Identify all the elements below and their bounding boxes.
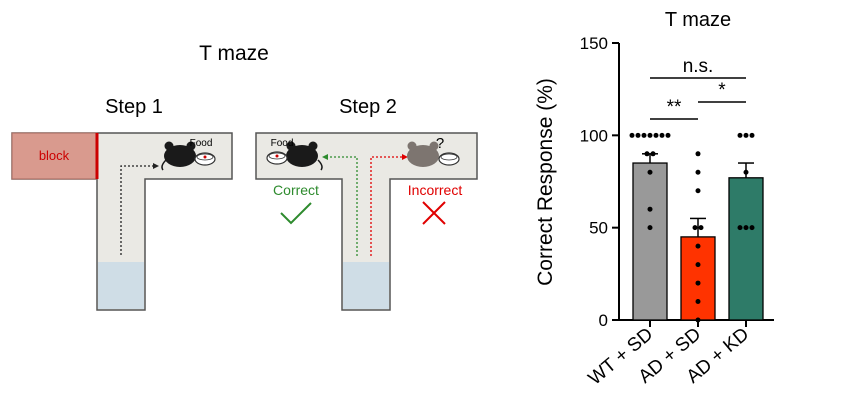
- block-label: block: [39, 148, 70, 163]
- y-tick-label: 0: [599, 311, 608, 330]
- data-point: [737, 225, 743, 231]
- data-point: [695, 243, 701, 249]
- data-point: [743, 169, 749, 175]
- block-rect: [11, 132, 98, 180]
- y-tick-label: 50: [589, 219, 608, 238]
- mouse-icon: [161, 141, 196, 171]
- water-step2: [343, 262, 389, 309]
- path-incorrect: [370, 156, 404, 256]
- mouse-icon-correct: [286, 141, 323, 171]
- y-ticks: 0 50 100 150: [580, 34, 619, 330]
- step1-label: Step 1: [105, 96, 163, 118]
- bars: [632, 162, 764, 321]
- data-point: [647, 169, 653, 175]
- data-point: [647, 132, 653, 138]
- food-label-step2: Food: [271, 138, 294, 149]
- maze-step2: [255, 132, 478, 311]
- chart-title: T maze: [665, 9, 731, 31]
- data-point: [749, 225, 755, 231]
- data-point: [695, 262, 701, 268]
- correct-label: Correct: [273, 182, 319, 198]
- data-point: [743, 132, 749, 138]
- data-point: [743, 225, 749, 231]
- data-point: [695, 280, 701, 286]
- data-point: [695, 299, 701, 305]
- significance-label: **: [667, 97, 682, 118]
- data-point: [698, 225, 704, 231]
- data-point: [737, 132, 743, 138]
- water-step1: [98, 262, 144, 309]
- bar-1: [632, 162, 668, 321]
- data-point: [659, 132, 665, 138]
- data-point: [749, 132, 755, 138]
- data-point: [695, 188, 701, 194]
- arrowhead-incorrect-icon: [402, 154, 408, 160]
- bar-chart: T maze Correct Response (%) 0 50 100 150 WT…: [534, 9, 774, 389]
- data-point: [695, 169, 701, 175]
- checkmark-icon: [280, 202, 312, 225]
- food-bowl-icon: [266, 151, 288, 165]
- data-point: [647, 206, 653, 212]
- significance-brackets: ***n.s.: [650, 56, 746, 120]
- mouse-icon-uncertain: [407, 141, 439, 167]
- question-mark: ?: [436, 135, 444, 152]
- bar-2: [680, 236, 716, 321]
- food-label-step1: Food: [190, 138, 213, 149]
- data-point: [692, 225, 698, 231]
- food-bowl-icon: [194, 152, 216, 166]
- data-point: [644, 151, 650, 157]
- arrowhead-icon: [153, 163, 159, 169]
- tmaze-diagram: T maze Step 1 block Food: [11, 42, 478, 311]
- cross-icon: [422, 201, 446, 225]
- y-tick-label: 100: [580, 126, 608, 145]
- y-axis-label: Correct Response (%): [534, 78, 557, 286]
- incorrect-label: Incorrect: [408, 182, 463, 198]
- step2-label: Step 2: [339, 96, 397, 118]
- y-tick-label: 150: [580, 34, 608, 53]
- step2-panel: Step 2 Food: [255, 96, 478, 311]
- data-point: [647, 225, 653, 231]
- data-point: [629, 132, 635, 138]
- data-point: [641, 132, 647, 138]
- data-point: [635, 132, 641, 138]
- empty-bowl-icon: [438, 152, 460, 166]
- significance-label: *: [718, 80, 726, 101]
- step1-panel: Step 1 block Food: [11, 96, 233, 311]
- diagram-title: T maze: [199, 42, 269, 65]
- arrowhead-correct-icon: [322, 154, 328, 160]
- path-correct: [326, 156, 358, 256]
- data-point: [650, 151, 656, 157]
- data-point: [665, 132, 671, 138]
- path-arrow-step1: [120, 165, 156, 255]
- data-point: [653, 132, 659, 138]
- bar-3: [728, 177, 764, 321]
- significance-label: n.s.: [683, 56, 714, 77]
- data-point: [695, 151, 701, 157]
